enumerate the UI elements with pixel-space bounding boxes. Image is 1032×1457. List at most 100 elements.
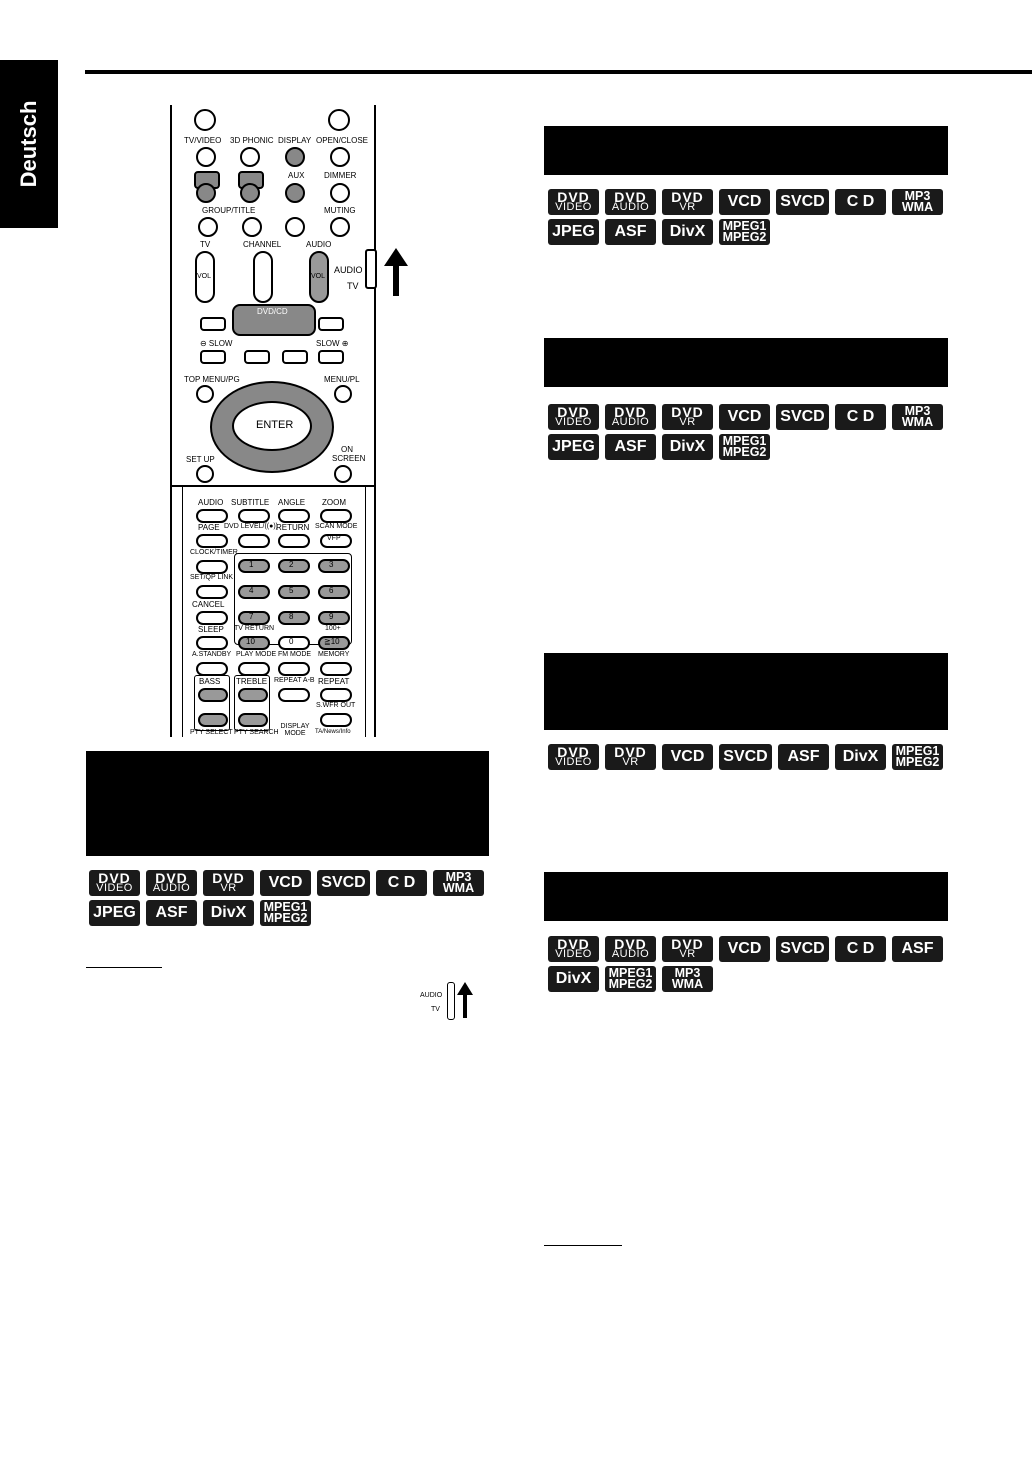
treble-frame [234, 675, 270, 731]
format-badge: C D [835, 936, 886, 962]
remote-label: CANCEL [192, 600, 225, 609]
channel-rocker [253, 251, 273, 303]
remote-button [320, 688, 352, 702]
format-badge: JPEG [548, 219, 599, 245]
badge-sub-text: VIDEO [555, 756, 592, 769]
remote-button [196, 509, 228, 523]
note-underline-left [86, 967, 162, 968]
badge-main-text: DVD [671, 403, 704, 420]
dvd-cd-play-panel [232, 304, 316, 336]
audio-volume-rocker [309, 251, 329, 303]
badge-sub-text: AUDIO [611, 948, 650, 961]
remote-button [196, 183, 216, 203]
remote-button [240, 147, 260, 167]
remote-label: DISPLAY MODE [280, 723, 310, 737]
remote-button [196, 636, 228, 650]
remote-button [285, 147, 305, 167]
audio-tv-switch-graphic [365, 249, 377, 289]
section-heading-bar-2 [544, 338, 948, 387]
badge-sub-text: VR [679, 201, 696, 214]
badge-sub-text: VIDEO [96, 882, 133, 895]
remote-label: 6 [329, 586, 334, 595]
badge-main-text: DVD [614, 403, 647, 420]
badge-text: C D [846, 408, 875, 425]
badge-text: VCD [727, 408, 762, 425]
number-key [318, 585, 350, 599]
remote-button [278, 688, 310, 702]
remote-label: DISPLAY [278, 136, 312, 145]
remote-label: REPEAT [318, 677, 350, 686]
badge-sub-text: AUDIO [611, 201, 650, 214]
remote-label: DVD/CD [257, 307, 288, 316]
remote-label: MENU/PL [324, 375, 360, 384]
skip-forward-icon [242, 217, 262, 237]
format-badge: DivX [203, 900, 254, 926]
badge-sub-text: VR [220, 882, 237, 895]
badge-text: VCD [268, 874, 303, 891]
badge-text: JPEG [552, 438, 595, 455]
eject-icon [330, 147, 350, 167]
number-key [278, 636, 310, 650]
remote-button [278, 662, 310, 676]
badge-text: VCD [727, 940, 762, 957]
badge-main-text: DVD [557, 935, 590, 952]
remote-label: 9 [329, 612, 334, 621]
remote-button [320, 713, 352, 727]
section-heading-bar-3 [544, 653, 948, 730]
remote-label: ENTER [256, 419, 294, 431]
remote-label: TOP MENU/PG [184, 375, 240, 384]
remote-button [196, 385, 214, 403]
badge-text: ASF [155, 904, 188, 921]
remote-label: 8 [289, 612, 294, 621]
badge-line-1: MP3 [445, 869, 472, 884]
badge-line-2: MPEG2 [608, 977, 653, 991]
badge-sub-text: VIDEO [555, 948, 592, 961]
remote-label: A.STANDBY [192, 651, 232, 658]
remote-button [196, 611, 228, 625]
remote-button [285, 183, 305, 203]
remote-label: 5 [289, 586, 294, 595]
remote-label: VOL [197, 273, 212, 280]
badge-main-text: DVD [557, 403, 590, 420]
remote-label: DIMMER [324, 171, 357, 180]
format-badge: DivX [835, 744, 886, 770]
badge-line-2: WMA [671, 977, 704, 991]
remote-label: ZOOM [322, 498, 346, 507]
format-badge: SVCD [719, 744, 772, 770]
badge-line-2: MPEG2 [263, 911, 308, 925]
language-tab-label: Deutsch [16, 100, 41, 188]
badge-line-1: MP3 [904, 403, 931, 418]
format-badge: VCD [719, 936, 770, 962]
number-key [278, 611, 310, 625]
badge-text: SVCD [780, 408, 825, 425]
badge-text: DivX [669, 438, 706, 455]
remote-button [196, 662, 228, 676]
remote-label: CHANNEL [243, 240, 282, 249]
badge-line-1: MP3 [674, 965, 701, 980]
format-badge: C D [835, 404, 886, 430]
format-badge: ASF [146, 900, 197, 926]
skip-back-icon [198, 217, 218, 237]
remote-label: 1 [249, 560, 254, 569]
badge-main-text: DVD [614, 935, 647, 952]
badge-text: JPEG [93, 904, 136, 921]
remote-button [238, 509, 270, 523]
next-icon [318, 317, 344, 331]
remote-lower-panel [182, 487, 366, 737]
remote-label: TREBLE [236, 677, 268, 686]
section-heading-bar-1 [544, 126, 948, 175]
remote-button [328, 109, 350, 131]
